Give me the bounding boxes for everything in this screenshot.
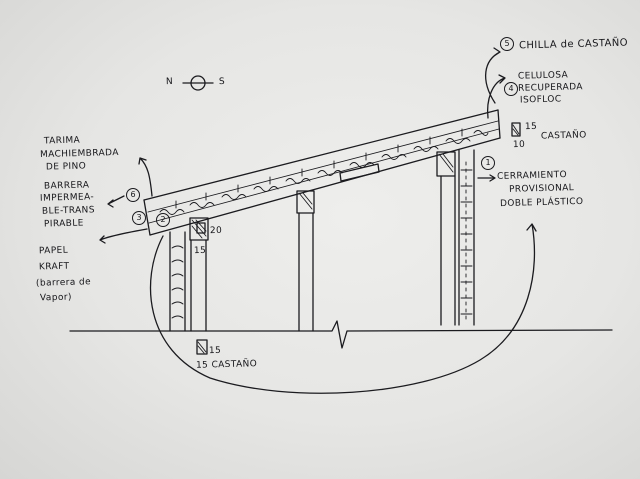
ground-line bbox=[69, 320, 613, 349]
beam-middle bbox=[296, 190, 315, 214]
label-barrera-4: PIRABLE bbox=[43, 218, 84, 230]
label-cerr-1: CERRAMIENTO bbox=[496, 170, 568, 182]
label-papel-3: (barrera de bbox=[35, 277, 92, 289]
leader-papel bbox=[99, 228, 148, 244]
label-barrera-1: BARRERA bbox=[43, 180, 90, 192]
roof-left-end bbox=[143, 199, 151, 236]
beam-right bbox=[436, 151, 456, 177]
section-mark-castano-top bbox=[511, 122, 521, 137]
label-papel-2: KRAFT bbox=[38, 261, 70, 273]
marker-6: 6 bbox=[126, 188, 140, 202]
leader-chilla bbox=[484, 47, 501, 104]
label-post-20: 20 bbox=[209, 225, 223, 237]
leader-barrera bbox=[107, 195, 125, 208]
post-right bbox=[440, 175, 456, 326]
label-beam-10: 10 bbox=[512, 139, 526, 151]
roof-right-end bbox=[497, 109, 501, 139]
label-post-15: 15 bbox=[193, 245, 207, 257]
marker-4: 4 bbox=[504, 82, 518, 96]
loop-arrow bbox=[149, 223, 537, 394]
compass-n-label: N bbox=[165, 76, 174, 88]
leader-tarima bbox=[138, 157, 153, 197]
post-left bbox=[190, 239, 207, 332]
roof-layer-line bbox=[147, 120, 499, 213]
label-celulosa-3: ISOFLOC bbox=[519, 94, 562, 106]
label-papel-1: PAPEL bbox=[38, 245, 69, 257]
label-tarima-1: TARIMA bbox=[43, 135, 81, 147]
label-barrera-2: IMPERMEA- bbox=[39, 192, 95, 204]
wall-right bbox=[458, 149, 475, 326]
wall-right-hatch bbox=[460, 161, 473, 323]
marker-1: 1 bbox=[481, 156, 495, 170]
leader-celulosa bbox=[486, 74, 506, 119]
label-barrera-3: BLE-TRANS bbox=[41, 205, 96, 217]
wall-left bbox=[169, 231, 186, 332]
marker-2: 2 bbox=[156, 213, 170, 227]
marker-5: 5 bbox=[500, 37, 514, 51]
label-celulosa-1: CELULOSA bbox=[517, 70, 569, 82]
marker-3: 3 bbox=[132, 211, 146, 225]
roof-top-edge bbox=[143, 109, 499, 201]
label-celulosa-2: RECUPERADA bbox=[517, 82, 584, 94]
label-base-castano: 15 CASTAÑO bbox=[195, 359, 258, 371]
wall-left-hatch bbox=[171, 245, 184, 319]
purlin-block bbox=[339, 163, 380, 182]
roof-layer-line-2 bbox=[148, 128, 500, 224]
section-mark-base bbox=[196, 339, 208, 355]
label-tarima-3: DE PINO bbox=[45, 161, 87, 173]
beam-left bbox=[189, 217, 209, 241]
label-beam-castano: CASTAÑO bbox=[540, 130, 587, 142]
label-tarima-2: MACHIEMBRADA bbox=[39, 147, 119, 161]
label-base-15: 15 bbox=[208, 345, 222, 357]
label-papel-4: Vapor) bbox=[39, 292, 72, 304]
compass-s-label: S bbox=[218, 76, 226, 88]
label-beam-15: 15 bbox=[524, 121, 538, 133]
insulation-fill bbox=[159, 128, 489, 215]
leader-cerramiento bbox=[477, 174, 496, 182]
section-mark-post-top bbox=[196, 222, 206, 234]
label-cerr-2: PROVISIONAL bbox=[508, 183, 575, 195]
post-middle bbox=[298, 212, 314, 332]
